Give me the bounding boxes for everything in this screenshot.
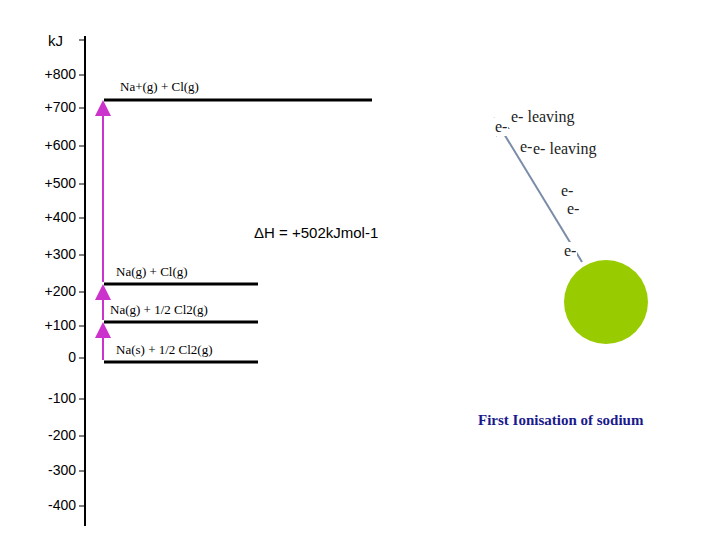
level-label: Na+(g) + Cl(g): [120, 80, 199, 95]
electron-label: e-: [563, 242, 577, 260]
tick-label: 0: [14, 349, 76, 365]
electron-label: e-: [566, 200, 580, 218]
tick-label: +100: [14, 317, 76, 333]
axis-unit: kJ: [48, 32, 63, 49]
tick-label: -100: [14, 390, 76, 406]
tick-label: +300: [14, 246, 76, 262]
electron-label: e-: [560, 182, 574, 200]
tick-label: -200: [14, 427, 76, 443]
tick-label: +200: [14, 283, 76, 299]
step-arrows: [102, 108, 104, 360]
electron-label: e- leaving: [510, 108, 576, 126]
electron-label: e-: [494, 118, 508, 136]
tick-label: -400: [14, 497, 76, 513]
tick-label: +500: [14, 175, 76, 191]
sodium-atom: [564, 260, 648, 344]
tick-label: -300: [14, 462, 76, 478]
tick-label: +400: [14, 209, 76, 225]
level-label: Na(g) + Cl(g): [116, 265, 188, 280]
caption: First Ionisation of sodium: [478, 412, 643, 429]
tick-label: +700: [14, 99, 76, 115]
level-label: Na(g) + 1/2 Cl2(g): [110, 303, 208, 318]
level-label: Na(s) + 1/2 Cl2(g): [116, 343, 213, 358]
tick-label: +600: [14, 137, 76, 153]
tick-label: +800: [14, 66, 76, 82]
y-axis: [84, 36, 86, 526]
enthalpy-label: ΔH = +502kJmol-1: [254, 224, 378, 241]
electron-label: e- leaving: [532, 140, 598, 158]
axis-ticks: [79, 40, 85, 506]
